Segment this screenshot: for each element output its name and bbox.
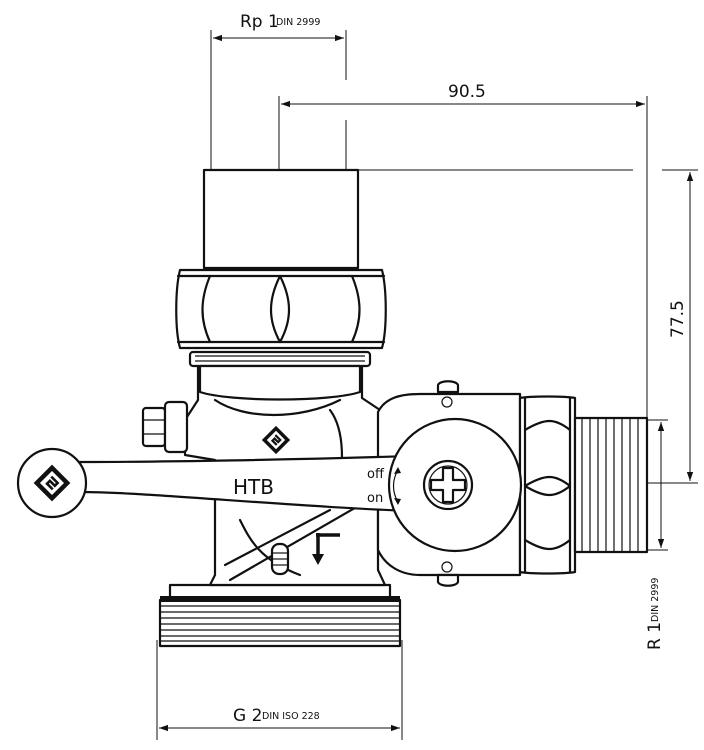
bottom-thread-label: G 2 bbox=[233, 706, 262, 726]
dimension-bottom-thread: G 2 DIN ISO 228 bbox=[156, 640, 403, 740]
handle-brand-text: HTB bbox=[233, 475, 274, 499]
hex-union-nut bbox=[175, 268, 387, 350]
top-pipe-socket bbox=[202, 168, 360, 270]
union-collar bbox=[188, 350, 372, 401]
flow-arrow-icon bbox=[312, 533, 340, 565]
cross-screw-icon bbox=[422, 459, 474, 511]
bottom-thread-standard: DIN ISO 228 bbox=[262, 711, 320, 722]
state-on-label: on bbox=[367, 491, 383, 506]
rotate-arrow-icon bbox=[392, 467, 401, 505]
side-hex-nut bbox=[518, 395, 577, 575]
top-thread-label: Rp 1 bbox=[240, 12, 279, 32]
state-off-label: off bbox=[367, 467, 385, 482]
sight-glass-icon bbox=[270, 542, 290, 576]
drain-plug bbox=[141, 400, 189, 454]
top-thread-standard: DIN 2999 bbox=[276, 17, 320, 28]
side-thread-standard: DIN 2999 bbox=[650, 578, 661, 622]
bottom-threaded-connector bbox=[158, 583, 402, 648]
side-threaded-spigot bbox=[573, 416, 649, 554]
side-thread-label: R 1 bbox=[645, 622, 665, 650]
handle-logo-badge-icon bbox=[33, 464, 71, 502]
dimension-top-thread: Rp 1 DIN 2999 bbox=[210, 12, 347, 170]
dimension-offset: 90.5 bbox=[278, 82, 648, 420]
offset-label: 90.5 bbox=[448, 82, 486, 102]
height-label: 77.5 bbox=[668, 300, 688, 338]
